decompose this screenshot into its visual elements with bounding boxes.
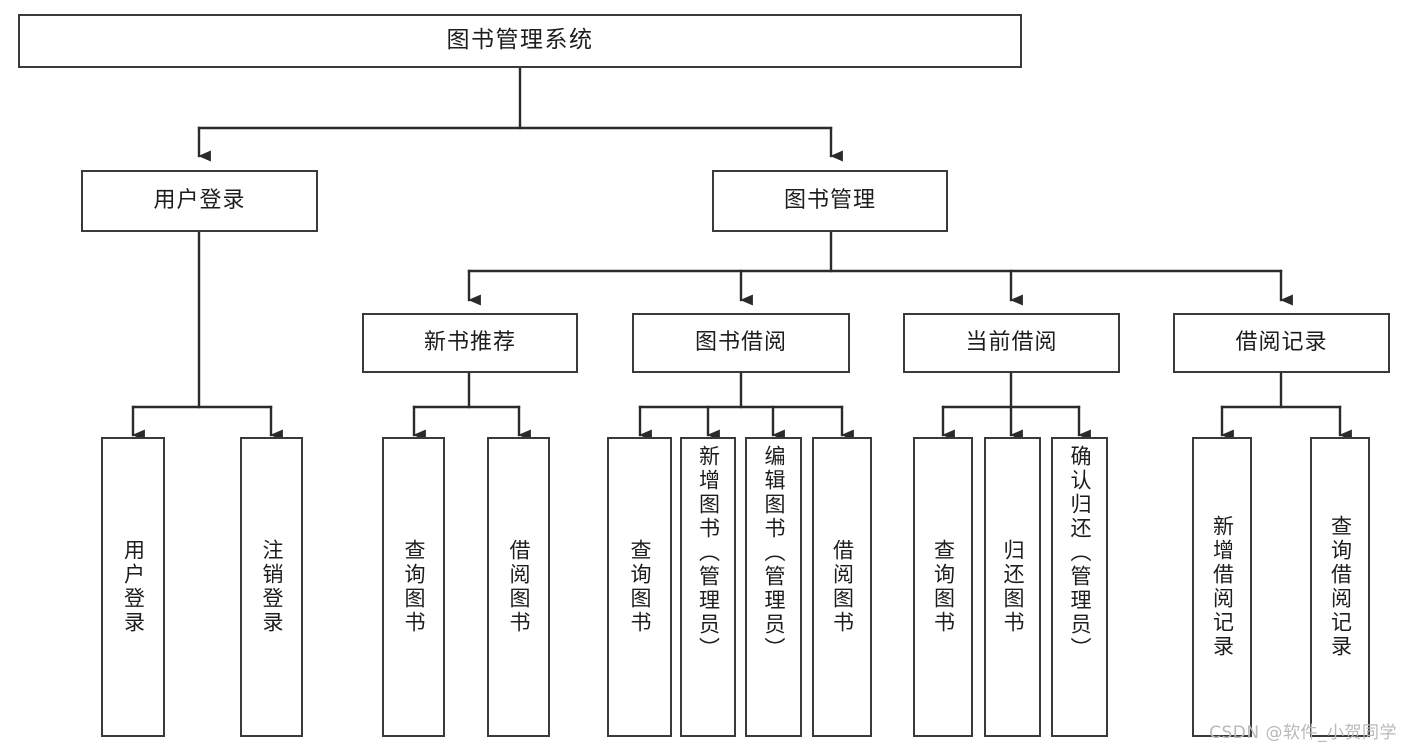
leaf-confirm-return[interactable]: 确认归还（管理员） xyxy=(1051,437,1108,737)
leaf-query-book-2[interactable]: 查询图书 xyxy=(607,437,672,737)
leaf-query-record[interactable]: 查询借阅记录 xyxy=(1310,437,1370,737)
leaf-edit-book[interactable]: 编辑图书（管理员） xyxy=(745,437,802,737)
leaf-borrow-book-2[interactable]: 借阅图书 xyxy=(812,437,872,737)
node-label: 注销登录 xyxy=(260,539,284,635)
node-label: 新书推荐 xyxy=(423,330,516,356)
node-borrow-record[interactable]: 借阅记录 xyxy=(1173,313,1390,373)
node-label: 图书管理系统 xyxy=(446,27,594,54)
node-label: 借阅图书 xyxy=(507,539,531,635)
node-label: 查询图书 xyxy=(402,539,426,635)
node-label: 查询借阅记录 xyxy=(1328,515,1353,659)
leaf-user-login[interactable]: 用户登录 xyxy=(101,437,165,737)
node-label: 编辑图书（管理员） xyxy=(762,445,786,661)
leaf-return-book[interactable]: 归还图书 xyxy=(984,437,1041,737)
leaf-logout-login[interactable]: 注销登录 xyxy=(240,437,303,737)
node-label: 借阅记录 xyxy=(1235,330,1328,356)
node-label: 查询图书 xyxy=(628,539,652,635)
node-label: 新增图书（管理员） xyxy=(696,445,721,661)
leaf-query-book-3[interactable]: 查询图书 xyxy=(913,437,973,737)
node-label: 图书管理 xyxy=(783,188,876,214)
node-label: 新增借阅记录 xyxy=(1210,515,1235,659)
node-label: 图书借阅 xyxy=(694,330,787,356)
node-root-book-management-system[interactable]: 图书管理系统 xyxy=(18,14,1022,68)
watermark-text: CSDN @软件_小贺同学 xyxy=(1209,723,1397,743)
leaf-borrow-book-1[interactable]: 借阅图书 xyxy=(487,437,550,737)
node-label: 借阅图书 xyxy=(830,539,855,635)
node-label: 归还图书 xyxy=(1001,539,1025,635)
leaf-add-record[interactable]: 新增借阅记录 xyxy=(1192,437,1252,737)
node-label: 确认归还（管理员） xyxy=(1068,445,1092,661)
node-book-management[interactable]: 图书管理 xyxy=(712,170,948,232)
node-label: 查询图书 xyxy=(931,539,956,635)
node-label: 用户登录 xyxy=(121,539,146,635)
node-new-book-recommend[interactable]: 新书推荐 xyxy=(362,313,578,373)
leaf-query-book-1[interactable]: 查询图书 xyxy=(382,437,445,737)
node-book-borrow[interactable]: 图书借阅 xyxy=(632,313,850,373)
node-label: 当前借阅 xyxy=(965,330,1058,356)
node-label: 用户登录 xyxy=(153,188,246,214)
leaf-add-book[interactable]: 新增图书（管理员） xyxy=(680,437,736,737)
node-user-login[interactable]: 用户登录 xyxy=(81,170,318,232)
node-current-borrow[interactable]: 当前借阅 xyxy=(903,313,1120,373)
